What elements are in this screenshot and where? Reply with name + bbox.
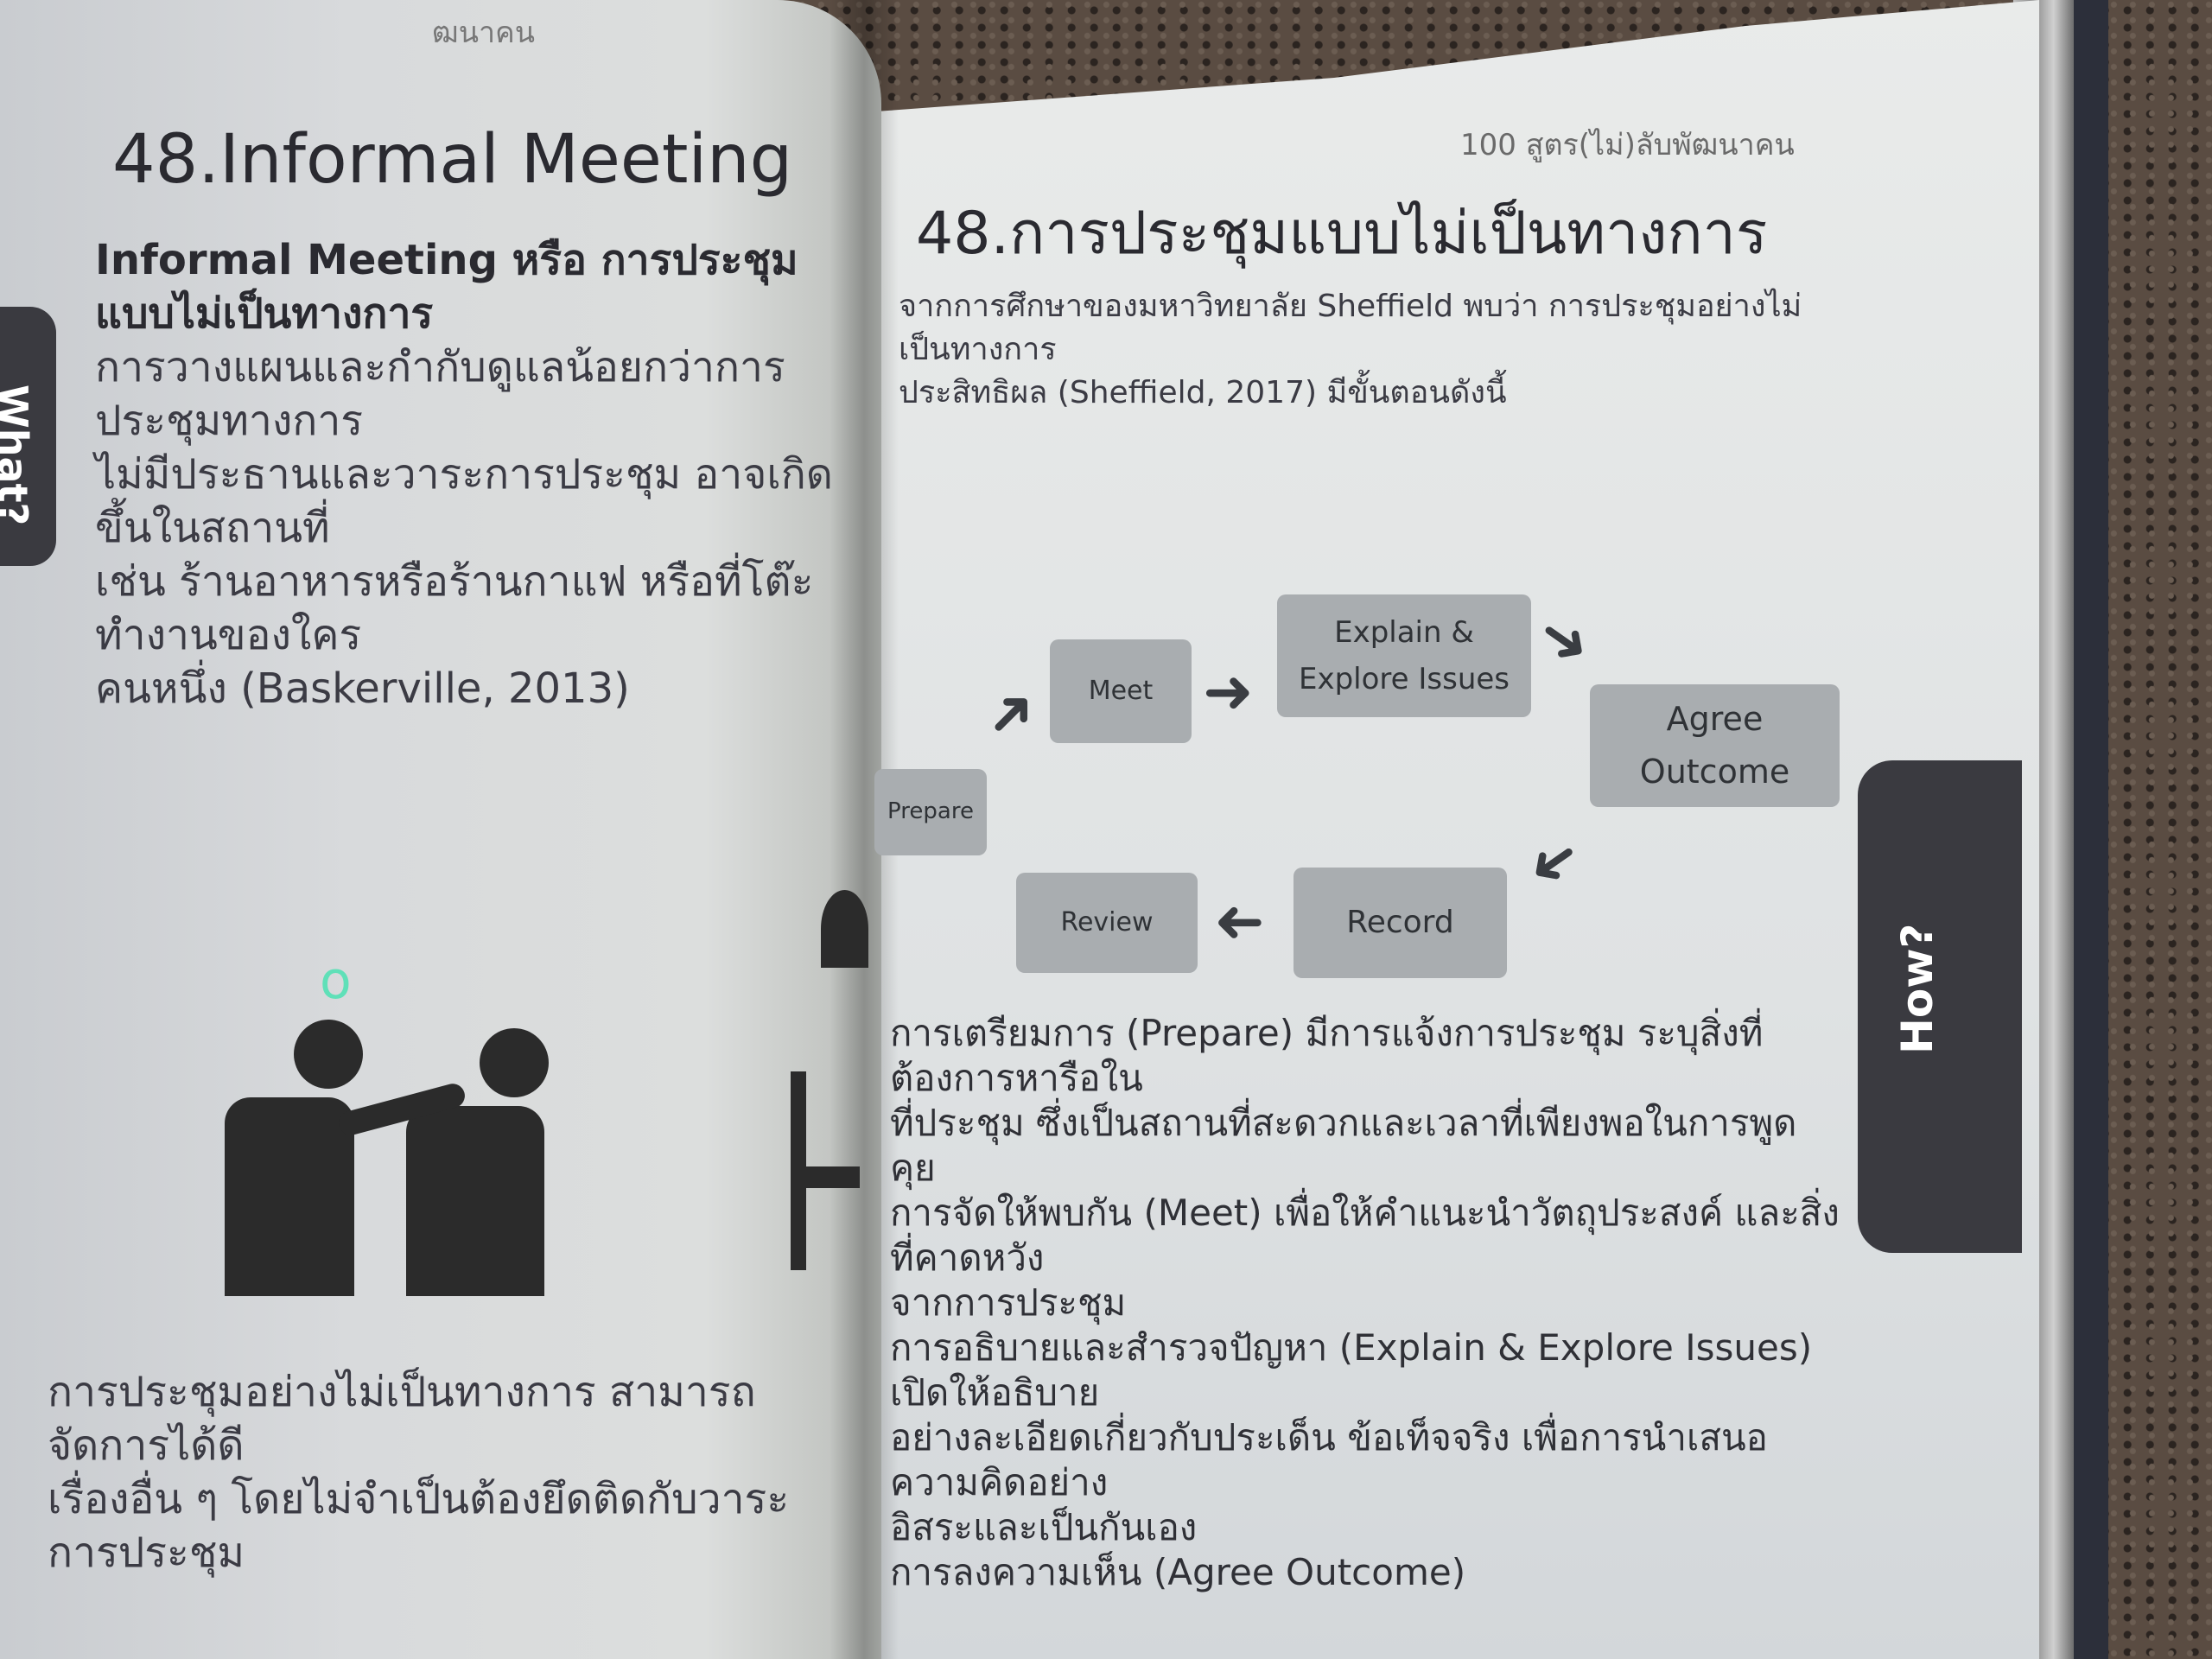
body-line-3: การจัดให้พบกัน (Meet) เพื่อให้คำแนะนำวัต… (890, 1192, 1840, 1279)
meeting-people-illustration (207, 1011, 579, 1305)
left-line-1: Informal Meeting หรือ การประชุมแบบไม่เป็… (95, 236, 798, 338)
chair-illustration (791, 890, 868, 1270)
body-line-5: การอธิบายและสำรวจปัญหา (Explain & Explor… (890, 1326, 1813, 1414)
book-cover-edge (2074, 0, 2108, 1659)
left-line-3: ไม่มีประธานและวาระการประชุม อาจเกิดขึ้นใ… (95, 450, 833, 552)
arrow-left-icon: ➜ (1214, 889, 1265, 960)
left-line-5: คนหนึ่ง (Baskerville, 2013) (95, 664, 630, 713)
step-record: Record (1294, 868, 1507, 978)
left-title: 48.Informal Meeting (112, 121, 793, 199)
intro-line-1: จากการศึกษาของมหาวิทยาลัย Sheffield พบว่… (899, 289, 1802, 367)
left-bottom-line-2: เรื่องอื่น ๆ โดยไม่จำเป็นต้องยึดติดกับวา… (48, 1475, 790, 1577)
body-line-8: การลงความเห็น (Agree Outcome) (890, 1551, 1466, 1593)
step-review: Review (1016, 873, 1198, 973)
step-meet: Meet (1050, 639, 1192, 743)
what-tab-label: What? (0, 385, 36, 526)
how-tab-label: How? (1892, 923, 1942, 1054)
step-prepare: Prepare (874, 769, 987, 855)
left-line-4: เช่น ร้านอาหารหรือร้านกาแฟ หรือที่โต๊ะทำ… (95, 557, 814, 659)
what-tab: What? (0, 307, 56, 566)
left-running-head: ฒนาคน (432, 16, 536, 50)
body-line-7: อิสระและเป็นกันเอง (890, 1506, 1198, 1548)
body-line-6: อย่างละเอียดเกี่ยวกับประเด็น ข้อเท็จจริง… (890, 1416, 1768, 1503)
arrow-right-icon: ➜ (1203, 656, 1254, 727)
left-bottom-paragraph: การประชุมอย่างไม่เป็นทางการ สามารถจัดการ… (48, 1365, 825, 1580)
agree-line-1: Agree (1666, 700, 1764, 739)
intro-paragraph: จากการศึกษาของมหาวิทยาลัย Sheffield พบว่… (899, 285, 1840, 415)
body-line-4: จากการประชุม (890, 1281, 1127, 1324)
green-marker: o (320, 950, 352, 1011)
body-paragraph: การเตรียมการ (Prepare) มีการแจ้งการประชุ… (890, 1011, 1840, 1595)
right-running-head: 100 สูตร(ไม่)ลับพัฒนาคน (1460, 128, 1795, 162)
right-page (864, 0, 2039, 1659)
left-line-2: การวางแผนและกำกับดูแลน้อยกว่าการประชุมทา… (95, 343, 785, 445)
right-title: 48.การประชุมแบบไม่เป็นทางการ (916, 200, 1768, 268)
explain-line-1: Explain & (1334, 614, 1474, 650)
left-bottom-line-1: การประชุมอย่างไม่เป็นทางการ สามารถจัดการ… (48, 1368, 756, 1470)
step-agree-outcome: Agree Outcome (1590, 684, 1840, 807)
left-page (0, 0, 881, 1659)
left-paragraph: Informal Meeting หรือ การประชุมแบบไม่เป็… (95, 233, 838, 715)
body-line-2: ที่ประชุม ซึ่งเป็นสถานที่สะดวกและเวลาที่… (890, 1102, 1797, 1189)
body-line-1: การเตรียมการ (Prepare) มีการแจ้งการประชุ… (890, 1012, 1764, 1099)
agree-line-2: Outcome (1639, 753, 1790, 791)
explain-line-2: Explore Issues (1298, 662, 1510, 696)
step-explain-explore: Explain & Explore Issues (1277, 594, 1531, 717)
intro-line-2: ประสิทธิผล (Sheffield, 2017) มีขั้นตอนดั… (899, 375, 1507, 410)
how-tab: How? (1858, 760, 2022, 1253)
